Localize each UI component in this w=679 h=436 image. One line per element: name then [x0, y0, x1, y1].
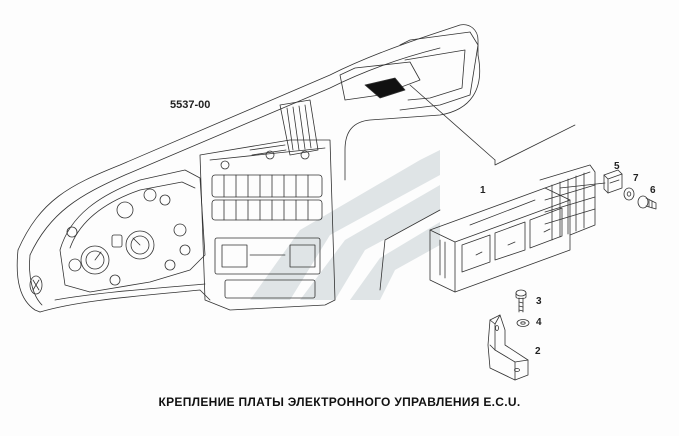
part-7-washer: [623, 187, 635, 201]
callout-2: 2: [535, 346, 541, 357]
part-5-clip: [603, 169, 623, 194]
callout-6: 6: [650, 185, 656, 196]
callout-4: 4: [536, 317, 542, 328]
instrument-gauges: [66, 188, 191, 286]
part-6-screw: [637, 195, 657, 210]
watermark-logo: [250, 150, 440, 300]
part-3-screw: [515, 289, 527, 313]
leader-lines: [379, 84, 606, 291]
callout-1: 1: [480, 185, 486, 196]
center-console: [199, 99, 336, 311]
part-2-bracket: [487, 314, 529, 381]
callout-3: 3: [536, 296, 542, 307]
callout-5: 5: [614, 161, 620, 172]
drawing-code-label: 5537-00: [170, 99, 211, 111]
dashboard-outline: [16, 24, 481, 313]
diagram-caption: КРЕПЛЕНИЕ ПЛАТЫ ЭЛЕКТРОННОГО УПРАВЛЕНИЯ …: [158, 395, 521, 409]
ecu-board: [429, 164, 596, 293]
callout-7: 7: [633, 173, 639, 184]
part-4-washer: [516, 319, 530, 327]
